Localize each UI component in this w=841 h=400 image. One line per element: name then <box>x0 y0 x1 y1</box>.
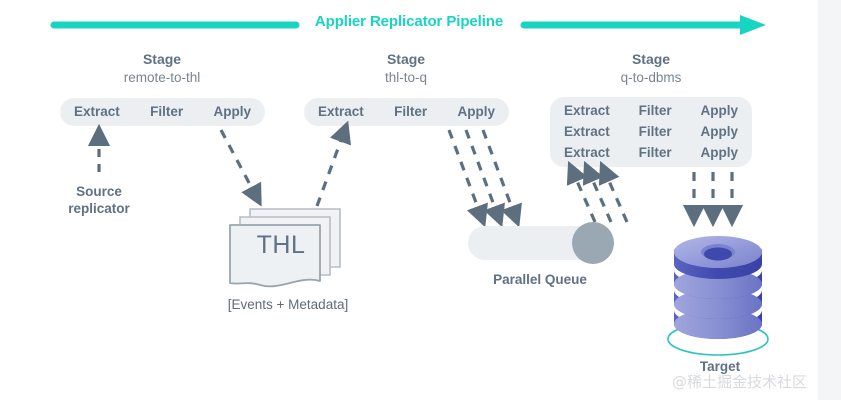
stage-name-1: remote-to-thl <box>123 70 201 85</box>
arrow-queue-to-stage3-2 <box>582 160 613 223</box>
stage-pill-thl-to-q[interactable]: Extract Filter Apply <box>304 98 509 126</box>
stage-word-3: Stage <box>631 51 671 67</box>
parallel-queue-head-icon <box>572 222 614 264</box>
stage-name-2: thl-to-q <box>384 70 428 85</box>
stage-heading-q-to-dbms: Stage q-to-dbms <box>551 50 751 87</box>
stage-pill-remote-to-thl[interactable]: Extract Filter Apply <box>60 98 265 126</box>
phase-apply[interactable]: Apply <box>457 104 495 119</box>
target-database[interactable] <box>660 212 780 362</box>
phase-apply[interactable]: Apply <box>700 103 738 118</box>
stage-heading-remote-to-thl: Stage remote-to-thl <box>62 50 262 87</box>
stage-word-2: Stage <box>386 51 426 67</box>
arrow-stage2-to-queue-2 <box>464 129 505 228</box>
phase-extract[interactable]: Extract <box>564 103 610 118</box>
stage-heading-thl-to-q: Stage thl-to-q <box>306 50 506 87</box>
arrow-queue-to-stage3-1 <box>566 160 597 223</box>
phase-row: Extract Filter Apply <box>318 101 495 122</box>
stage-pill-q-to-dbms[interactable]: Extract Filter Apply Extract Filter Appl… <box>550 97 752 167</box>
phase-extract[interactable]: Extract <box>318 104 364 119</box>
thl-caption: [Events + Metadata] <box>227 297 349 312</box>
arrow-stage2-to-queue-1 <box>447 129 488 228</box>
document-stack-icon <box>229 208 341 288</box>
parallel-queue[interactable] <box>468 222 614 264</box>
database-cylinder-icon <box>667 236 769 356</box>
watermark: @稀土掘金技术社区 <box>672 373 808 391</box>
phase-extract[interactable]: Extract <box>74 104 120 119</box>
phase-filter[interactable]: Filter <box>150 104 184 119</box>
phase-filter[interactable]: Filter <box>638 103 672 118</box>
phase-apply[interactable]: Apply <box>700 145 738 160</box>
arrow-queue-to-stage3-3 <box>598 160 629 223</box>
phase-row: Extract Filter Apply <box>74 101 251 122</box>
thl-label: THL <box>256 231 306 259</box>
phase-row: Extract Filter Apply <box>564 142 738 163</box>
thl-document-stack[interactable]: THL <box>228 205 348 295</box>
phase-extract[interactable]: Extract <box>564 124 610 139</box>
arrow-stage1-to-thl <box>219 129 262 207</box>
arrow-stage2-to-queue-3 <box>481 129 522 228</box>
phase-filter[interactable]: Filter <box>394 104 428 119</box>
source-replicator-line1: Source <box>76 184 122 199</box>
pipeline-arrow-icon <box>50 15 766 35</box>
page-title: Applier Replicator Pipeline <box>314 13 504 30</box>
stage-word-1: Stage <box>142 51 182 67</box>
page-right-strip <box>818 0 841 400</box>
parallel-queue-label: Parallel Queue <box>493 272 587 287</box>
arrow-thl-to-stage2 <box>315 120 352 207</box>
source-replicator-label: Source replicator <box>39 183 159 217</box>
phase-apply[interactable]: Apply <box>213 104 251 119</box>
phase-filter[interactable]: Filter <box>638 145 672 160</box>
phase-filter[interactable]: Filter <box>638 124 672 139</box>
phase-extract[interactable]: Extract <box>564 145 610 160</box>
target-label: Target <box>699 359 741 374</box>
phase-row: Extract Filter Apply <box>564 100 738 121</box>
stage-name-3: q-to-dbms <box>620 70 682 85</box>
phase-apply[interactable]: Apply <box>700 124 738 139</box>
phase-row: Extract Filter Apply <box>564 121 738 142</box>
pipeline-banner <box>0 10 800 40</box>
source-replicator-line2: replicator <box>68 201 130 216</box>
